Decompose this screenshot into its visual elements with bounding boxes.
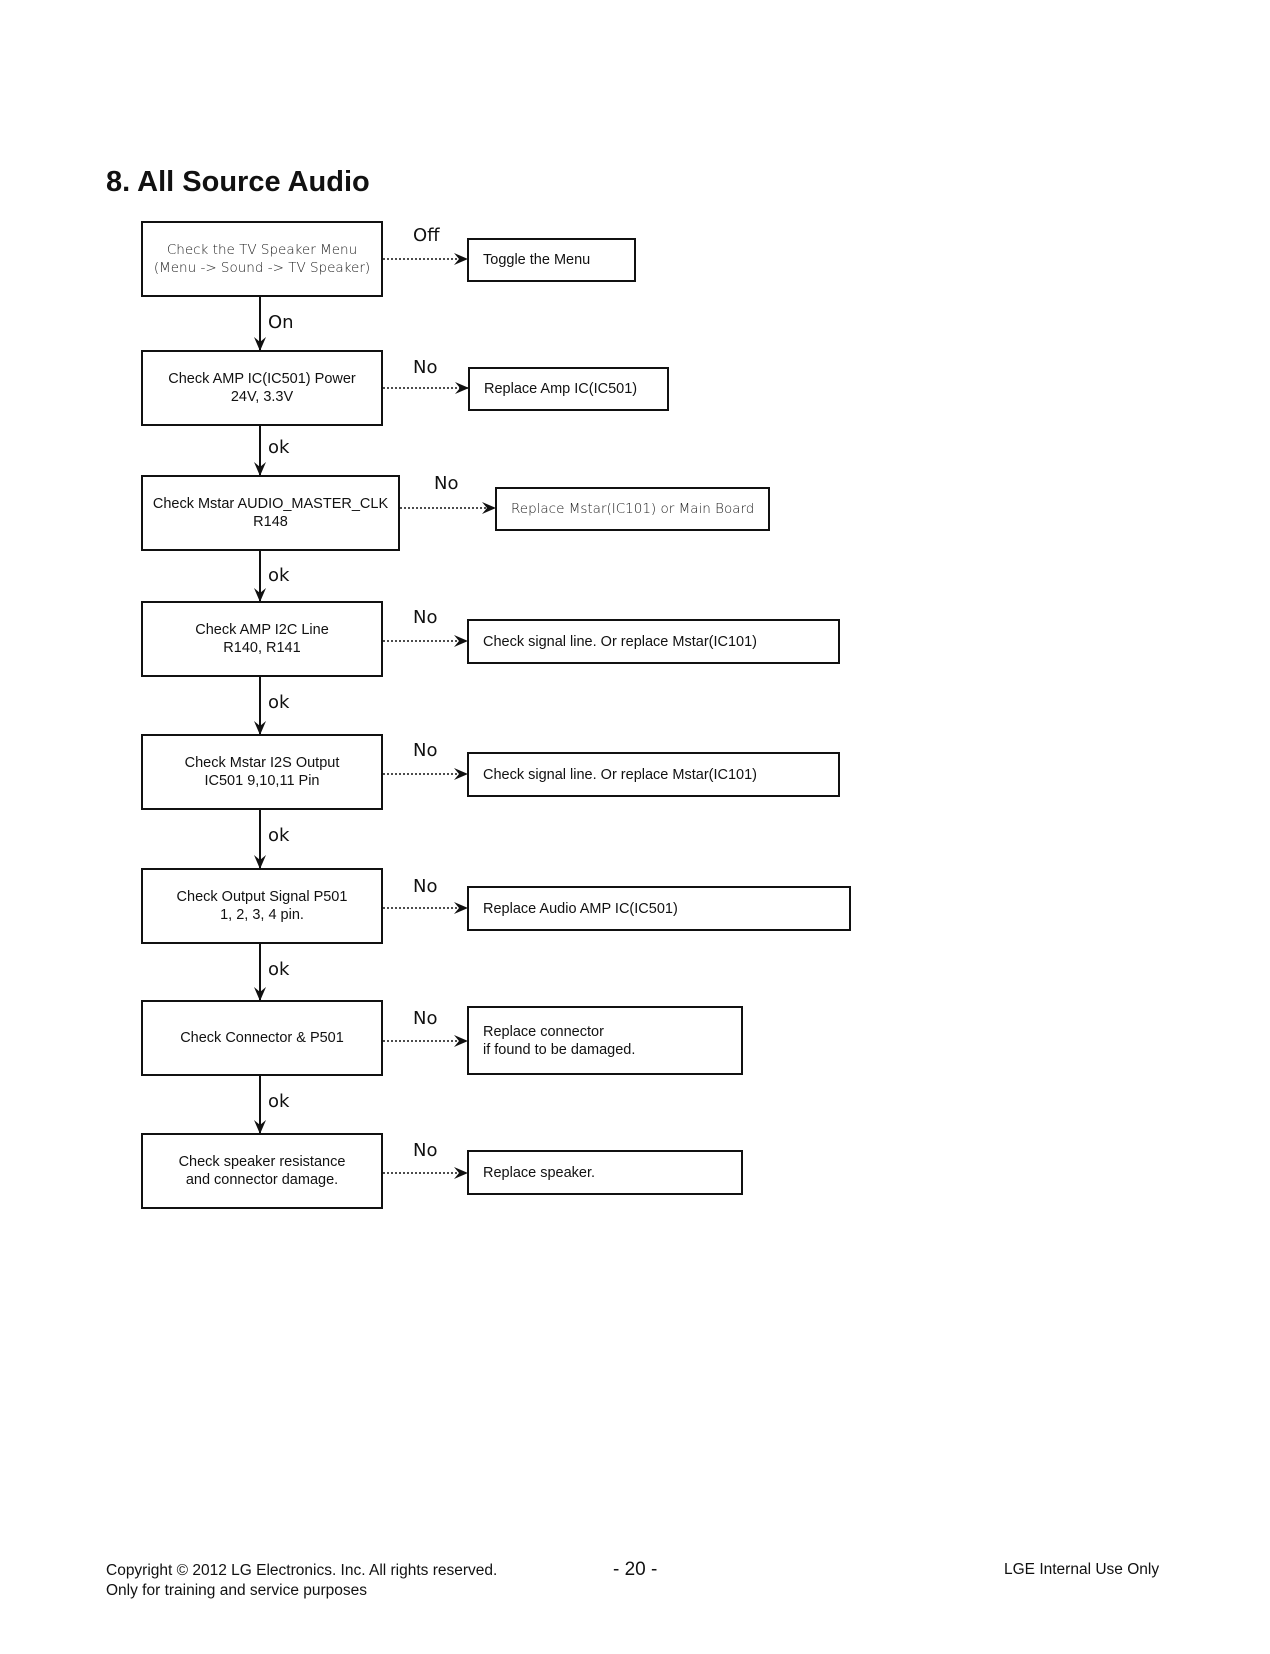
box-line: if found to be damaged. xyxy=(483,1041,636,1058)
branch-label-no: No xyxy=(413,607,438,628)
check-box-amp-power: Check AMP IC(IC501) Power 24V, 3.3V xyxy=(141,350,383,426)
action-box-replace-amp: Replace Amp IC(IC501) xyxy=(468,367,669,411)
copyright-text: Copyright © 2012 LG Electronics. Inc. Al… xyxy=(106,1562,498,1579)
classification-text: LGE Internal Use Only xyxy=(1004,1561,1160,1578)
check-box-i2c-line: Check AMP I2C Line R140, R141 xyxy=(141,601,383,677)
check-box-master-clk: Check Mstar AUDIO_MASTER_CLK R148 xyxy=(141,475,400,551)
action-box-replace-connector: Replace connector if found to be damaged… xyxy=(467,1006,743,1075)
action-box-replace-mstar: Replace Mstar(IC101) or Main Board xyxy=(495,487,770,531)
page-title: 8. All Source Audio xyxy=(106,166,370,198)
box-line: Replace Mstar(IC101) or Main Board xyxy=(511,501,755,517)
branch-label-ok: ok xyxy=(268,959,290,980)
page-number: - 20 - xyxy=(613,1559,658,1580)
action-box-check-signal-i2c: Check signal line. Or replace Mstar(IC10… xyxy=(467,619,840,664)
box-line: 1, 2, 3, 4 pin. xyxy=(220,907,304,923)
branch-label-no: No xyxy=(413,1140,438,1161)
check-box-speaker-resistance: Check speaker resistance and connector d… xyxy=(141,1133,383,1209)
branch-label-no: No xyxy=(413,1008,438,1029)
box-line: Check Mstar I2S Output xyxy=(184,755,340,771)
box-line: Toggle the Menu xyxy=(483,252,591,268)
action-box-check-signal-i2s: Check signal line. Or replace Mstar(IC10… xyxy=(467,752,840,797)
box-line: R148 xyxy=(253,514,288,530)
box-line: Check AMP IC(IC501) Power xyxy=(168,371,356,387)
box-line: Check signal line. Or replace Mstar(IC10… xyxy=(483,633,757,650)
box-line: (Menu -> Sound -> TV Speaker) xyxy=(153,260,371,276)
box-line: and connector damage. xyxy=(185,1172,339,1188)
footer-left: Copyright © 2012 LG Electronics. Inc. Al… xyxy=(106,1561,497,1601)
branch-label-ok: ok xyxy=(268,565,290,586)
action-box-replace-speaker: Replace speaker. xyxy=(467,1150,743,1195)
box-line: Check the TV Speaker Menu xyxy=(166,242,358,258)
branch-label-no: No xyxy=(413,357,438,378)
branch-label-off: Off xyxy=(413,225,440,246)
branch-label-no: No xyxy=(434,473,459,494)
action-box-replace-audio-amp: Replace Audio AMP IC(IC501) xyxy=(467,886,851,931)
check-box-output-signal: Check Output Signal P501 1, 2, 3, 4 pin. xyxy=(141,868,383,944)
box-line: Replace connector xyxy=(483,1023,604,1040)
branch-label-on: On xyxy=(268,312,294,333)
box-line: Replace speaker. xyxy=(483,1164,596,1181)
box-line: Check speaker resistance xyxy=(178,1154,346,1170)
check-box-connector: Check Connector & P501 xyxy=(141,1000,383,1076)
box-line: 24V, 3.3V xyxy=(230,389,294,405)
box-line: Check Mstar AUDIO_MASTER_CLK xyxy=(152,496,389,512)
branch-label-ok: ok xyxy=(268,1091,290,1112)
box-line: Check signal line. Or replace Mstar(IC10… xyxy=(483,766,757,783)
box-line: IC501 9,10,11 Pin xyxy=(204,773,320,789)
action-box-toggle-menu: Toggle the Menu xyxy=(467,238,636,282)
box-line: Replace Audio AMP IC(IC501) xyxy=(483,900,678,917)
box-line: R140, R141 xyxy=(223,640,301,656)
branch-label-no: No xyxy=(413,876,438,897)
check-box-speaker-menu: Check the TV Speaker Menu (Menu -> Sound… xyxy=(141,221,383,297)
branch-label-ok: ok xyxy=(268,692,290,713)
box-line: Check Output Signal P501 xyxy=(176,889,348,905)
box-line: Check AMP I2C Line xyxy=(195,622,329,638)
training-purpose-text: Only for training and service purposes xyxy=(106,1582,368,1599)
box-line: Replace Amp IC(IC501) xyxy=(484,381,638,397)
branch-label-ok: ok xyxy=(268,825,290,846)
check-box-i2s-output: Check Mstar I2S Output IC501 9,10,11 Pin xyxy=(141,734,383,810)
branch-label-no: No xyxy=(413,740,438,761)
box-line: Check Connector & P501 xyxy=(180,1030,344,1046)
branch-label-ok: ok xyxy=(268,437,290,458)
